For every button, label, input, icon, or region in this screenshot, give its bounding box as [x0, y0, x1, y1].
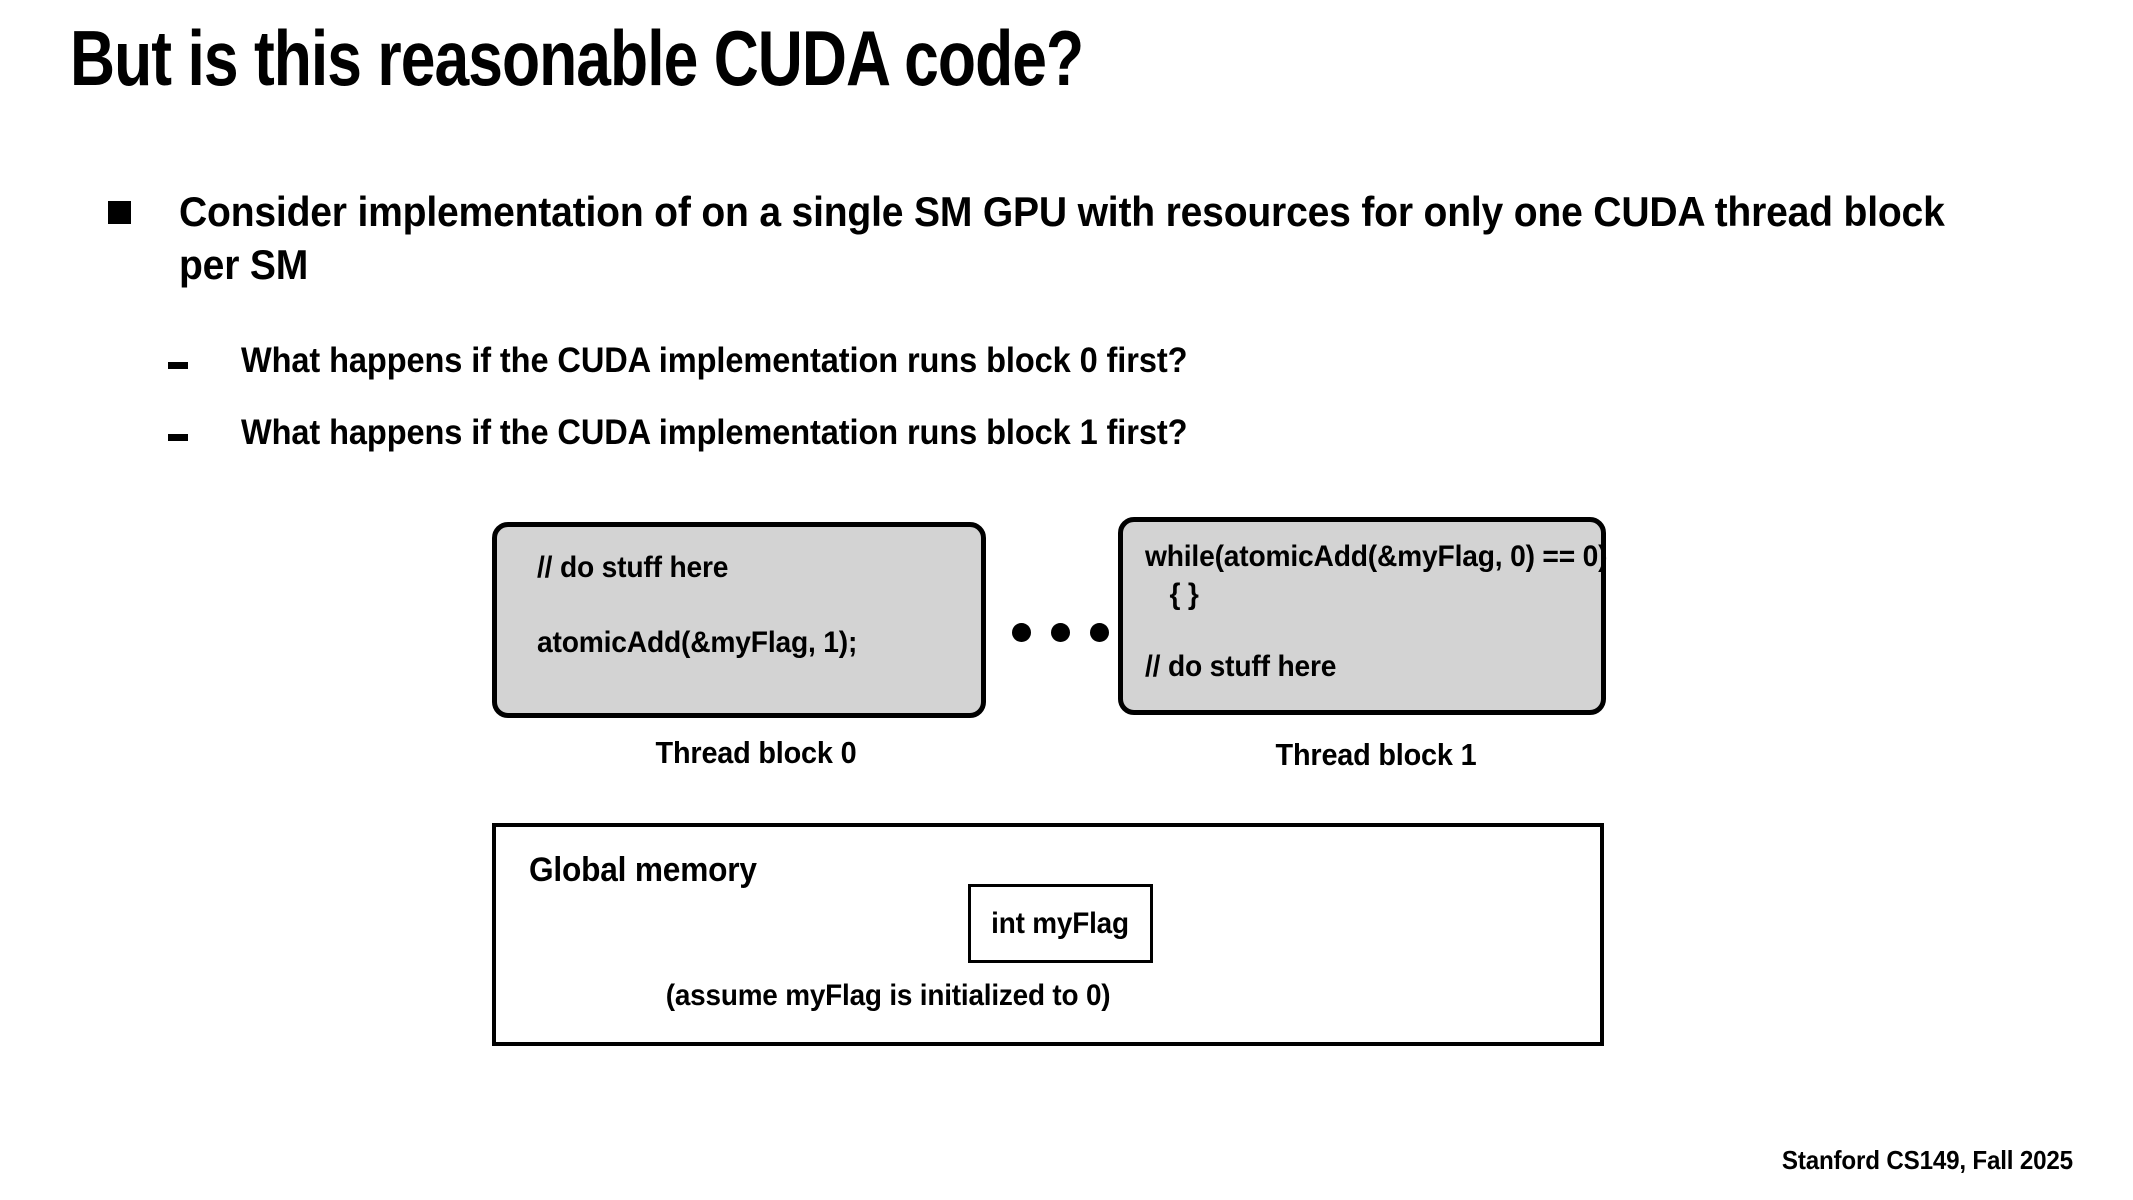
global-memory-label: Global memory	[529, 851, 757, 889]
code-line: // do stuff here	[1145, 650, 1337, 683]
thread-block-1-caption: Thread block 1	[1275, 737, 1477, 772]
myflag-variable-box: int myFlag	[968, 884, 1153, 963]
dash-bullet-icon	[168, 434, 188, 441]
dash-bullet-icon	[168, 362, 188, 369]
code-line: { }	[1169, 578, 1199, 611]
code-line: while(atomicAdd(&myFlag, 0) == 0)	[1145, 540, 1608, 573]
myflag-variable-label: int myFlag	[991, 906, 1130, 940]
ellipsis-dot	[1090, 623, 1109, 642]
thread-block-1-code-box: while(atomicAdd(&myFlag, 0) == 0) { } //…	[1118, 517, 1608, 715]
assume-note: (assume myFlag is initialized to 0)	[496, 979, 1600, 1013]
slide-footer: Stanford CS149, Fall 2025	[1781, 1145, 2073, 1175]
ellipsis-icon	[1012, 623, 1109, 642]
main-bullet-item: Consider implementation of on a single S…	[108, 185, 2098, 292]
assume-note-text: (assume myFlag is initialized to 0)	[665, 979, 1111, 1012]
sub-bullet-item-1: What happens if the CUDA implementation …	[168, 340, 1259, 382]
page-title: But is this reasonable CUDA code?	[70, 14, 1084, 102]
square-bullet-icon	[108, 201, 131, 224]
global-memory-box: Global memory int myFlag (assume myFlag …	[492, 823, 1604, 1046]
sub-bullet-label-1: What happens if the CUDA implementation …	[241, 341, 1188, 380]
code-line: atomicAdd(&myFlag, 1);	[537, 626, 858, 659]
code-line: // do stuff here	[537, 551, 729, 584]
main-bullet-label: Consider implementation of on a single S…	[179, 188, 1945, 289]
thread-block-0-code-box: // do stuff here atomicAdd(&myFlag, 1);	[492, 522, 986, 718]
ellipsis-dot	[1012, 623, 1031, 642]
sub-bullet-label-2: What happens if the CUDA implementation …	[241, 413, 1188, 452]
sub-bullet-item-2: What happens if the CUDA implementation …	[168, 412, 1259, 454]
ellipsis-dot	[1051, 623, 1070, 642]
thread-block-0-caption: Thread block 0	[655, 735, 857, 770]
